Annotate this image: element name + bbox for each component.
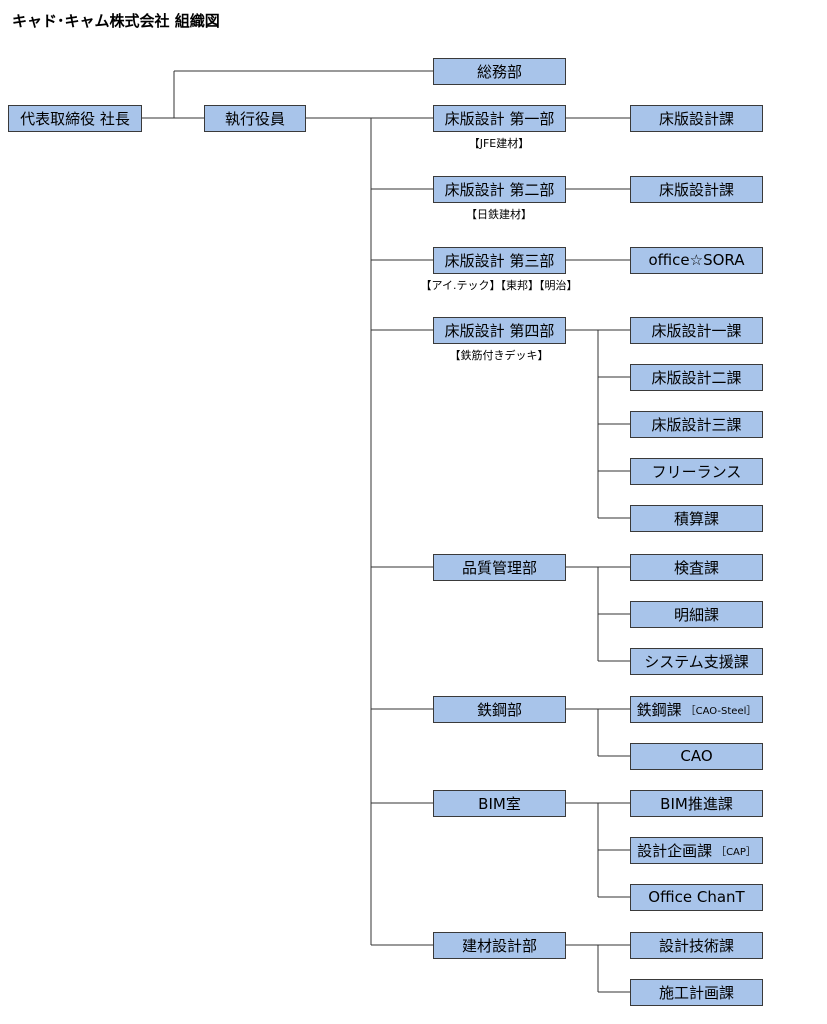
department-box: 床版設計 第三部 [433, 246, 566, 274]
section-box-tag: ［CAO-Steel］ [685, 705, 757, 717]
section-box-label: システム支援課 [644, 652, 749, 671]
section-box: office☆SORA [630, 246, 763, 274]
department-box-label: 床版設計 第四部 [444, 321, 555, 340]
chart-title: キャド･キャム株式会社 組織図 [12, 12, 220, 30]
section-box: 床版設計一課 [630, 316, 763, 344]
section-box-label: 床版設計一課 [651, 321, 742, 340]
department-box: 床版設計 第四部 [433, 316, 566, 344]
ceo-box-label: 代表取締役 社長 [20, 109, 130, 128]
executive-box: 執行役員 [204, 104, 306, 132]
section-box-label: CAO [680, 747, 713, 765]
department-box-label: 品質管理部 [461, 558, 537, 577]
department-box: 床版設計 第一部 [433, 104, 566, 132]
section-box-label: 検査課 [673, 558, 719, 577]
department-note: 【鉄筋付きデッキ】 [449, 349, 549, 362]
section-box-label: 床版設計課 [658, 109, 734, 128]
department-box: 品質管理部 [433, 553, 566, 581]
section-box: 床版設計三課 [630, 410, 763, 438]
section-box-label: BIM推進課 [660, 794, 733, 813]
section-box-label: 設計企画課 [637, 841, 713, 860]
department-box-label: 床版設計 第三部 [444, 251, 555, 270]
section-box: 検査課 [630, 553, 763, 581]
section-box: 設計企画課［CAP］ [630, 836, 763, 864]
section-box-label: Office ChanT [648, 888, 745, 906]
section-box: システム支援課 [630, 647, 763, 675]
section-box-label: 鉄鋼課 [636, 700, 682, 719]
section-box: 明細課 [630, 600, 763, 628]
department-note: 【日鉄建材】 [466, 208, 532, 221]
section-box: Office ChanT [630, 883, 763, 911]
section-box: 施工計画課 [630, 978, 763, 1006]
general-affairs-box-label: 総務部 [476, 62, 522, 81]
section-box-label: 施工計画課 [658, 983, 734, 1002]
section-box: 床版設計課 [630, 104, 763, 132]
executive-box-label: 執行役員 [224, 109, 285, 128]
section-box-label: 床版設計課 [658, 180, 734, 199]
department-box: 床版設計 第二部 [433, 175, 566, 203]
department-note: 【アイ.テック】【東邦】【明治】 [420, 279, 578, 292]
section-box-tag: ［CAP］ [716, 846, 756, 858]
department-box-label: BIM室 [478, 794, 521, 813]
department-box: 建材設計部 [433, 931, 566, 959]
section-box: BIM推進課 [630, 789, 763, 817]
section-box-label: 床版設計三課 [651, 415, 742, 434]
section-box: 積算課 [630, 504, 763, 532]
general-affairs-box: 総務部 [433, 57, 566, 85]
section-box: 床版設計課 [630, 175, 763, 203]
department-box: 鉄鋼部 [433, 695, 566, 723]
section-box-label: 積算課 [673, 509, 719, 528]
section-box-label: office☆SORA [648, 251, 745, 269]
section-box: フリーランス [630, 457, 763, 485]
section-box-label: 床版設計二課 [651, 368, 742, 387]
department-box-label: 床版設計 第一部 [444, 109, 555, 128]
section-box: 鉄鋼課［CAO-Steel］ [630, 695, 763, 723]
section-box-label: 設計技術課 [658, 936, 734, 955]
section-box: CAO [630, 742, 763, 770]
section-box-label: 明細課 [673, 605, 719, 624]
department-box: BIM室 [433, 789, 566, 817]
department-note: 【JFE建材】 [468, 137, 530, 150]
department-box-label: 建材設計部 [461, 936, 537, 955]
section-box: 設計技術課 [630, 931, 763, 959]
department-box-label: 床版設計 第二部 [444, 180, 555, 199]
department-box-label: 鉄鋼部 [476, 700, 522, 719]
section-box-label: フリーランス [651, 462, 742, 481]
ceo-box: 代表取締役 社長 [8, 104, 142, 132]
section-box: 床版設計二課 [630, 363, 763, 391]
